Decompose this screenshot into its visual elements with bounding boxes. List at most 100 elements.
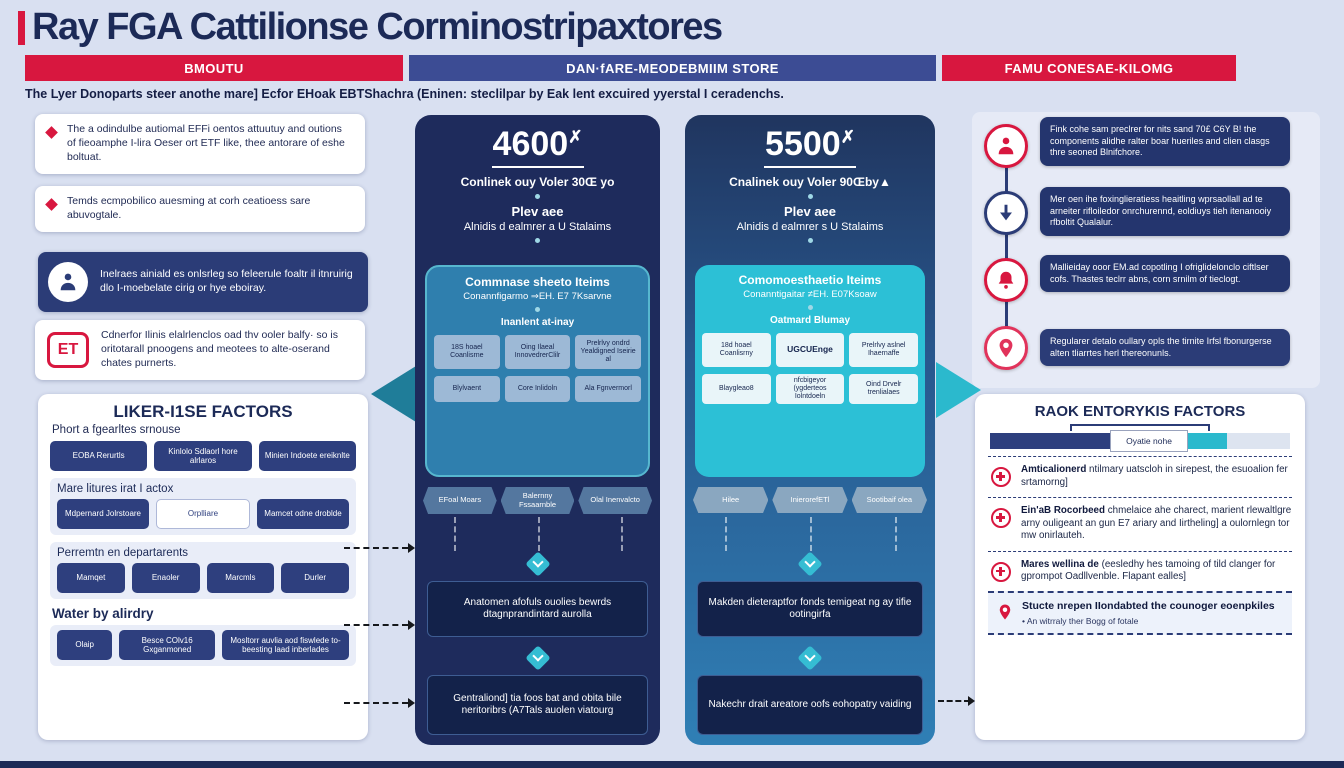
tag-row-left: EFoal Moars Balernny Fssaarnble Olal Ine… [423, 487, 653, 515]
dot-separator [535, 238, 540, 243]
diamond-bullet-icon [45, 126, 58, 139]
left-factors-title: LIKER-I1SE FACTORS [113, 402, 293, 421]
factor-chip: Durler [281, 563, 349, 593]
plus-circle-icon [991, 508, 1011, 529]
hex-tag: InierorefETl [772, 487, 848, 513]
right-info-1: Fink cohe sam preclrer for nits sand 70£… [1040, 117, 1290, 167]
title-block: Ray FGA Cattilionse Corminostripaxtores [18, 6, 723, 49]
dashed-connector [344, 624, 408, 626]
factor-chip: Orplliare [156, 499, 250, 529]
summary-box-sub: Conannfigarmo ⇒EH. E7 7Ksarvne [463, 291, 612, 302]
title-accent-bar [18, 10, 25, 45]
summary-box-label: Oatmard Blumay [769, 315, 851, 326]
hex-tag: Hilee [693, 487, 769, 513]
center-left-panel: 4600✗ Conlinek ouy Voler 30Œ yo Plev aee… [415, 115, 660, 745]
summary-cell: 18S hoael Coanlisrne [434, 335, 500, 369]
panel-lead2: Alnidis d ealmrer a U Stalaims [463, 221, 612, 233]
plus-circle-icon [991, 561, 1011, 582]
big-number-value: 4600 [492, 125, 569, 163]
summary-cell: Prelrlvy aslnel Ihaernaffe [849, 333, 919, 367]
big-number-left: 4600✗ [415, 127, 660, 161]
summary-box-left: Commnase sheeto Iteims Conannfigarmo ⇒EH… [425, 265, 650, 477]
factors-row-1: EOBA Rerurtls Kinlolo Sdlaorl hore alrla… [50, 441, 356, 471]
highlight-note-title: Stucte nrepen IIondabted the counoger eo… [1022, 599, 1275, 612]
summary-cells-row-1: 18d hoael Coanlisrny UGCUEnge Prelrlvy a… [702, 333, 919, 367]
factors-group-2: Mare litures irat I actox Mdpernard Jolr… [50, 478, 356, 535]
dashed-connector [810, 517, 812, 551]
header-bar-right: FAMU CONESAE-KILOMG [942, 55, 1236, 81]
factor-chip: Mamqet [57, 563, 125, 593]
summary-cell: Ala Fgnvermorl [575, 376, 642, 402]
risk-item-2: Ein'aB Rocorbeed chmelaice ahe charect, … [988, 502, 1292, 547]
header-bar-center: DAN·fARE-MEODEBMIIM STORE [409, 55, 936, 81]
factor-chip: EOBA Rerurtls [50, 441, 148, 471]
summary-box-title: Comomoesthaetio Iteims [738, 273, 882, 287]
header-bar-left: BMOUTU [25, 55, 403, 81]
hex-tag: Olal Inenvalcto [578, 487, 653, 515]
dashed-connector [895, 517, 897, 551]
factor-chip: Mamcet odne droblde [257, 499, 349, 529]
factors-group-2-title: Mare litures irat I actox [57, 483, 174, 495]
person-icon [984, 124, 1028, 168]
factors-row-3: Mamqet Enaoler Marcmls Durler [57, 563, 349, 593]
speaker-person-icon [48, 262, 88, 302]
divider-rule [491, 166, 584, 168]
callout-2-text: Temds ecmpobilico auesming at corh ceati… [67, 195, 311, 221]
callout-4-text: Cdnerfor Ilinis elalrlenclos oad thv ool… [101, 329, 338, 369]
factors-group-3: Perremtn en departarents Mamqet Enaoler … [50, 542, 356, 599]
panel-lead: Plev aee [511, 204, 564, 219]
hex-tag: Sootibaif olea [851, 487, 927, 513]
plus-circle-icon [991, 467, 1011, 487]
risk-item-2-text: chmelaice ahe charect, marient rlewaltlg… [1021, 505, 1292, 542]
summary-box-title: Commnase sheeto Iteims [465, 275, 610, 289]
segment-bar: Oyatie nohe [990, 430, 1290, 452]
risk-item-3-text: (eesledhy hes tamoing of tild clanger fo… [1021, 558, 1276, 583]
location-pin-icon [984, 326, 1028, 370]
right-factors-panel: RAOK ENTORYKIS FACTORS Oyatie nohe Amtic… [975, 394, 1305, 740]
dot-separator [535, 307, 540, 312]
summary-cell: 18d hoael Coanlisrny [702, 333, 771, 367]
factor-chip: Kinlolo Sdlaorl hore alrlaros [154, 441, 252, 471]
left-factors-panel: LIKER-I1SE FACTORS Phort a fgearltes srn… [38, 394, 368, 740]
right-info-4: Regularer detalo oullary opls the tirnit… [1040, 329, 1290, 367]
callout-2: Temds ecmpobilico auesming at corh ceati… [35, 186, 365, 232]
callout-4: ET Cdnerfor Ilinis elalrlenclos oad thv … [35, 320, 365, 380]
risk-item-2-lead: Ein'aB Rocorbeed [1021, 505, 1105, 517]
hex-tag: Balernny Fssaarnble [500, 487, 575, 515]
flow-step-2: Nakechr drait areatore oofs eohopatry va… [697, 675, 923, 735]
page-title: Ray FGA Cattilionse Corminostripaxtores [32, 6, 723, 48]
summary-box-right: Comomoesthaetio Iteims Conanntigaitar ≠E… [695, 265, 925, 477]
callout-3: Inelraes ainiald es onlsrleg so feleerul… [38, 252, 368, 312]
big-number-sup: ✗ [568, 127, 583, 147]
dashed-divider [988, 550, 1292, 552]
icon-rail-line [1005, 146, 1008, 350]
footer-bar [0, 761, 1344, 768]
right-factors-title: RAOK ENTORYKIS FACTORS [1034, 403, 1246, 420]
factor-chip: Minien Indoete ereiknlte [258, 441, 356, 471]
dot-separator [807, 194, 813, 199]
connector-arrowhead [968, 696, 975, 706]
summary-cells-row-1: 18S hoael Coanlisrne Oing Ilaeal Innoved… [434, 335, 642, 369]
panel-lead: Plev aee [783, 204, 837, 219]
arrow-down-icon [984, 191, 1028, 235]
dashed-connector [537, 517, 540, 551]
summary-cell: nfcbigeyor (ygderteos Iolntdoeln [775, 374, 845, 405]
summary-cell: Oind Drvelr trenlialaes [849, 374, 919, 405]
big-number-value: 5500 [765, 125, 841, 163]
risk-item-3-lead: Mares wellina de [1021, 558, 1099, 570]
factor-chip: Marcmls [206, 563, 275, 593]
divider-rule [764, 166, 856, 168]
summary-cells-row-2: Blaygleao8 nfcbigeyor (ygderteos Iolntdo… [702, 374, 919, 405]
dashed-connector [725, 517, 727, 551]
summary-cell: Blaygleao8 [702, 374, 771, 405]
risk-item-1-lead: Amticalionerd [1021, 464, 1087, 475]
dashed-connector [938, 700, 970, 702]
highlight-note-sub: • An witrraly ther Bogg of fotale [1022, 615, 1139, 626]
dashed-connector [344, 547, 408, 549]
location-pin-icon [996, 603, 1014, 626]
bar-segment-light [1227, 433, 1290, 449]
risk-item-1-text: ntilmary uatscloh in sirepest, the esuoa… [1021, 464, 1288, 488]
dashed-connector [344, 702, 408, 704]
summary-cells-row-2: Blylvaent Core Inlidoln Ala Fgnvermorl [434, 376, 642, 402]
big-number-right: 5500✗ [685, 127, 935, 161]
